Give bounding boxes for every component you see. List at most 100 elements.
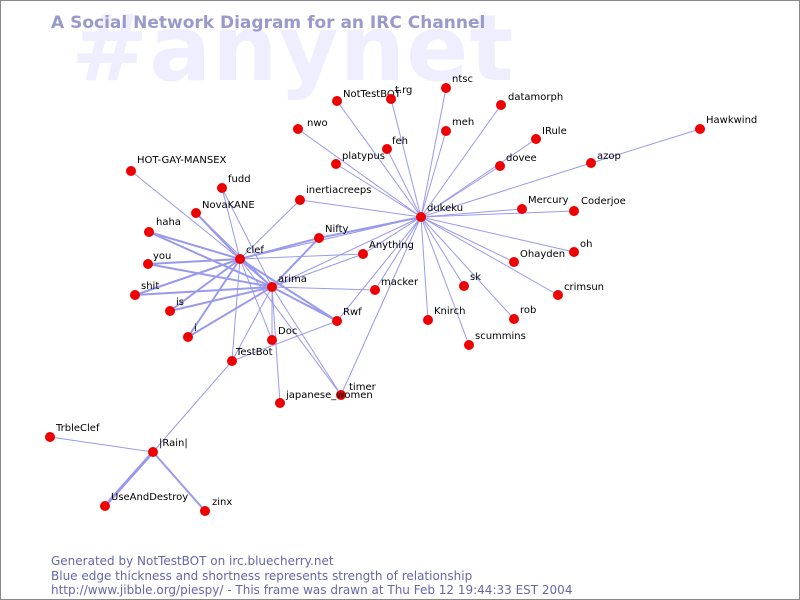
edge-dukeku-arima: [271, 216, 422, 288]
node-is: is: [165, 297, 184, 316]
node-label: platypus: [342, 151, 385, 162]
node-marker: [100, 501, 110, 511]
edge-dukeku-nwo: [297, 128, 422, 218]
edge-arima-testbot: [231, 286, 273, 362]
node-marker: [382, 144, 392, 154]
node-label: macker: [381, 277, 419, 288]
node-label: fudd: [228, 174, 251, 185]
edge-arima-anything: [271, 253, 364, 288]
node-marker: [126, 166, 136, 176]
node-marker: [191, 208, 201, 218]
node-azop: azop: [586, 151, 621, 168]
node-marker: [569, 206, 579, 216]
edge-dukeku-oh: [420, 216, 575, 253]
node-label: |Rain|: [159, 438, 188, 449]
node-marker: [217, 183, 227, 193]
node-marker: [275, 398, 285, 408]
node-marker: [200, 506, 210, 516]
node-label: scummins: [475, 331, 526, 342]
edge-clef-hot-gay-mansex: [130, 170, 241, 260]
node-meh: meh: [441, 117, 474, 136]
node-coderjoe: Coderjoe: [569, 196, 626, 216]
node-haha: haha: [144, 217, 181, 237]
node-label: you: [153, 251, 171, 262]
node-label: arima: [278, 274, 307, 285]
node-marker: [336, 390, 346, 400]
node-label: Rwf: [343, 307, 362, 318]
node-label: shit: [141, 281, 159, 292]
edge-dukeku-coderjoe: [420, 210, 575, 218]
node-marker: [531, 134, 541, 144]
node-anything: Anything: [358, 240, 414, 259]
node-label: haha: [156, 217, 181, 228]
node-sk: sk: [459, 272, 481, 291]
node-label: NovaKANE: [202, 200, 255, 211]
edge-dukeku-timer: [340, 216, 422, 396]
edge-dukeku-irule: [420, 138, 537, 218]
node-marker: [227, 356, 237, 366]
edge-clef-i: [187, 258, 241, 338]
edge-clef-fudd: [221, 187, 241, 260]
node-label: datamorph: [508, 92, 563, 103]
node-japanese-women: japanese_women: [275, 390, 373, 408]
node-nifty: Nifty: [314, 224, 349, 243]
node-marker: [165, 306, 175, 316]
node-hot-gay-mansex: HOT-GAY-MANSEX: [126, 155, 227, 176]
node-label: Knirch: [434, 306, 465, 317]
edge-dukeku-dovee: [420, 165, 501, 218]
node-rain: |Rain|: [148, 438, 188, 457]
edge-dukeku-datamorph: [420, 104, 502, 218]
node-marker: [358, 249, 368, 259]
edge-clef-you: [147, 258, 241, 265]
edge-dukeku-inertiacreeps: [299, 199, 422, 218]
node-label: Coderjoe: [581, 196, 626, 207]
node-datamorph: datamorph: [496, 92, 563, 110]
edge-dukeku-meh: [420, 130, 447, 218]
edge-azop-hawkwind: [590, 128, 701, 164]
edge-arima-japanese-women: [271, 286, 281, 404]
node-label: inertiacreeps: [306, 185, 371, 196]
edge-arima-shit: [134, 286, 273, 296]
node-marker: [143, 259, 153, 269]
node-shit: shit: [130, 281, 159, 300]
footer: Generated by NotTestBOT on irc.bluecherr…: [51, 554, 572, 598]
edge-clef-haha: [148, 231, 241, 260]
node-label: sk: [470, 272, 481, 283]
edge-dukeku-rwf: [336, 216, 422, 322]
node-label: japanese_women: [285, 390, 373, 401]
node-label: ntsc: [452, 74, 473, 85]
node-marker: [332, 96, 342, 106]
node-marker: [148, 447, 158, 457]
node-marker: [441, 126, 451, 136]
node-marker: [331, 159, 341, 169]
node-marker: [293, 124, 303, 134]
node-label: HOT-GAY-MANSEX: [137, 155, 227, 166]
node-trbleclef: TrbleClef: [45, 423, 100, 442]
node-useanddestroy: UseAndDestroy: [100, 492, 188, 511]
node-marker: [386, 94, 396, 104]
edge-dukeku-knirch: [420, 216, 429, 321]
channel-watermark: #anynet: [71, 0, 515, 102]
node-label: Ohayden: [520, 249, 565, 260]
node-rob: rob: [509, 305, 536, 324]
edge-dukeku-ntsc: [420, 87, 447, 218]
node-marker: [695, 124, 705, 134]
node-marker: [553, 290, 563, 300]
edge-rain-useanddestroy: [103, 451, 155, 507]
node-rwf: Rwf: [332, 307, 362, 326]
footer-generated-by: Generated by NotTestBOT on irc.bluecherr…: [51, 554, 334, 568]
node-label: Mercury: [528, 195, 569, 206]
node-label: t.rg: [395, 85, 412, 96]
edge-clef-timer: [239, 258, 342, 396]
node-you: you: [143, 251, 171, 269]
node-irule: IRule: [531, 126, 567, 144]
node-knirch: Knirch: [423, 306, 465, 325]
edge-dukeku-platypus: [335, 163, 422, 218]
node-marker: [332, 316, 342, 326]
edge-arima-haha: [148, 231, 273, 288]
node-label: meh: [452, 117, 474, 128]
node-zinx: zinx: [200, 497, 232, 516]
node-platypus: platypus: [331, 151, 385, 169]
